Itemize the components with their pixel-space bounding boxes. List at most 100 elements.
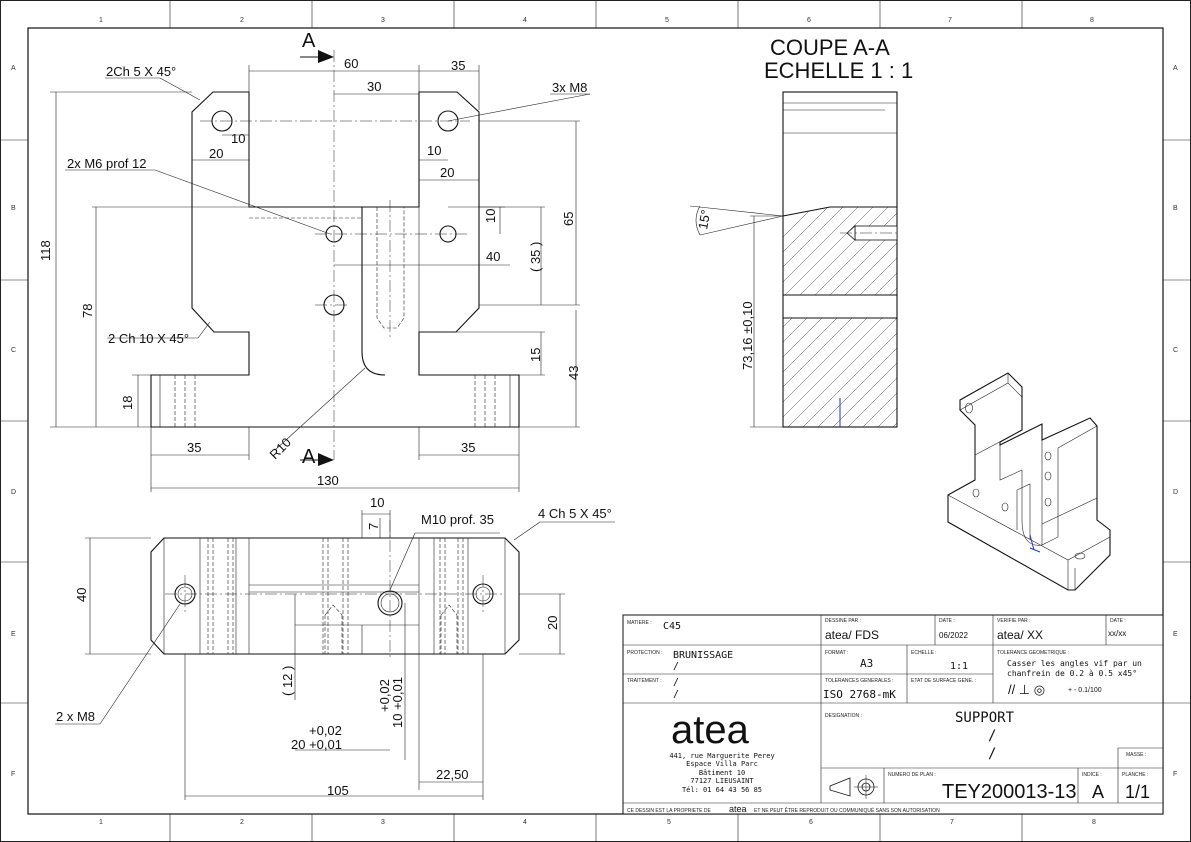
dim: 40	[74, 588, 89, 602]
dim: 20 +0,01	[291, 737, 342, 752]
dim: 15	[528, 348, 543, 362]
row-label: C	[1173, 347, 1178, 354]
grid-row-ticks	[0, 139, 1191, 704]
dim: ( 12 )	[280, 666, 295, 696]
dim: 18	[120, 396, 135, 410]
tolgen-label: TOLERANCES GENERALES :	[825, 678, 894, 684]
tolgen-value: ISO 2768-mK	[823, 688, 896, 701]
planche-label: PLANCHE :	[1122, 772, 1148, 778]
dim: +0,02	[309, 723, 342, 738]
designation-value: SUPPORT	[955, 710, 1015, 726]
row-label: B	[11, 205, 16, 212]
dim: 20	[440, 165, 454, 180]
dim: 20	[209, 146, 223, 161]
dim: 130	[317, 473, 339, 488]
front-view: A A	[38, 30, 591, 492]
verifie-value: atea/ XX	[997, 628, 1043, 642]
col-label: 5	[665, 17, 669, 24]
label-thread-top: 3x M8	[552, 80, 587, 95]
label-holes: 2 x M8	[56, 709, 95, 724]
col-label: 6	[809, 819, 813, 826]
col-label: 4	[523, 17, 527, 24]
row-label: A	[11, 65, 16, 72]
dim: 40	[486, 249, 500, 264]
tolgeo-line-2: chanfrein de 0.2 à 0.5 x45°	[1007, 669, 1137, 678]
dim: 20	[545, 616, 560, 630]
format-value: A3	[860, 657, 873, 670]
verifie-label: VERIFIE PAR :	[997, 618, 1031, 624]
dim: 65	[561, 212, 576, 226]
address-line: Espace Villa Parc	[686, 760, 758, 768]
row-label: E	[1173, 631, 1178, 638]
section-mark-top: A	[302, 30, 316, 52]
tolgeo-symbols: // ⊥ ◎	[1008, 682, 1045, 697]
col-label: 4	[523, 819, 527, 826]
dim: 10	[231, 131, 245, 146]
dim: 10 +0,01	[390, 677, 405, 728]
footer-right: ET NE PEUT ÊTRE REPRODUIT OU COMMUNIQUÉ …	[754, 806, 940, 814]
address-line: Tél: 01 64 43 56 85	[682, 786, 762, 794]
col-label: 2	[240, 17, 244, 24]
col-label: 7	[950, 819, 954, 826]
isometric-view	[947, 372, 1111, 591]
designation-value-3: /	[988, 746, 996, 762]
dim: 35	[451, 58, 465, 73]
plan-label: NUMERO DE PLAN :	[888, 772, 936, 778]
section-height-dim: 73,16 ±0,10	[740, 301, 755, 370]
footer-left: CE DESSIN EST LA PROPRIETE DE	[627, 808, 711, 814]
row-label: D	[11, 489, 16, 496]
col-label: 8	[1090, 17, 1094, 24]
col-label: 6	[807, 17, 811, 24]
dim: 35	[461, 440, 475, 455]
matiere-label: MATIERE :	[627, 620, 652, 626]
company-logo: atea	[671, 708, 750, 752]
dim: 30	[367, 79, 381, 94]
protection-value: BRUNISSAGE	[673, 650, 733, 661]
dim: ( 35 )	[528, 242, 543, 272]
surface-label: ETAT DE SURFACE GENE. :	[911, 678, 976, 684]
designation-label: DESIGNATION :	[825, 713, 862, 719]
dim: 22,50	[436, 767, 469, 782]
m8-hole	[437, 110, 459, 132]
col-label: 3	[381, 819, 385, 826]
address-line: 441, rue Marguerite Perey	[669, 752, 774, 760]
dim: 10	[483, 209, 498, 223]
dim: 118	[38, 240, 53, 261]
dim: 105	[327, 783, 349, 798]
col-label: 1	[99, 17, 103, 24]
dim: 60	[344, 56, 358, 71]
bottom-view: 10 7 40 20 ( 12 ) +0,02 10 +0,01 +0,02 2…	[55, 495, 615, 800]
dim: 43	[566, 366, 581, 380]
section-mark-bottom: A	[302, 446, 316, 468]
row-label: A	[1173, 65, 1178, 72]
protection-value-2: /	[673, 661, 679, 672]
address-line: 77127 LIEUSAINT	[690, 777, 754, 785]
dim: 10	[427, 143, 441, 158]
indice-label: INDICE :	[1082, 772, 1102, 778]
protection-label: PROTECTION :	[627, 650, 663, 656]
section-title: COUPE A-A	[770, 35, 890, 60]
traitement-value-1: /	[673, 677, 679, 688]
date2-value: xx/xx	[1108, 629, 1126, 638]
footer-brand: atea	[729, 804, 747, 814]
col-label: 7	[948, 17, 952, 24]
dessine-label: DESSINE PAR :	[825, 618, 861, 624]
label-tapped-mid: 2x M6 prof 12	[67, 156, 147, 171]
tolgeo-value: + - 0.1/100	[1068, 687, 1102, 694]
dim: 10	[370, 495, 384, 510]
r10-fillet-edge	[361, 207, 386, 376]
col-label: 8	[1092, 819, 1096, 826]
label-thread: M10 prof. 35	[421, 512, 494, 527]
address-line: Bâtiment 10	[699, 769, 745, 777]
grid-column-ticks	[169, 0, 1023, 842]
col-label: 2	[240, 819, 244, 826]
indice-value: A	[1092, 782, 1104, 802]
title-block: MATIERE : C45 DESSINE PAR : atea/ FDS DA…	[622, 614, 1164, 815]
echelle-label: ECHELLE :	[911, 650, 937, 656]
label-chamfer: 4 Ch 5 X 45°	[538, 506, 612, 521]
col-label: 5	[667, 819, 671, 826]
date2-label: DATE :	[1110, 618, 1126, 624]
row-label: F	[1173, 771, 1177, 778]
row-label: E	[11, 631, 16, 638]
